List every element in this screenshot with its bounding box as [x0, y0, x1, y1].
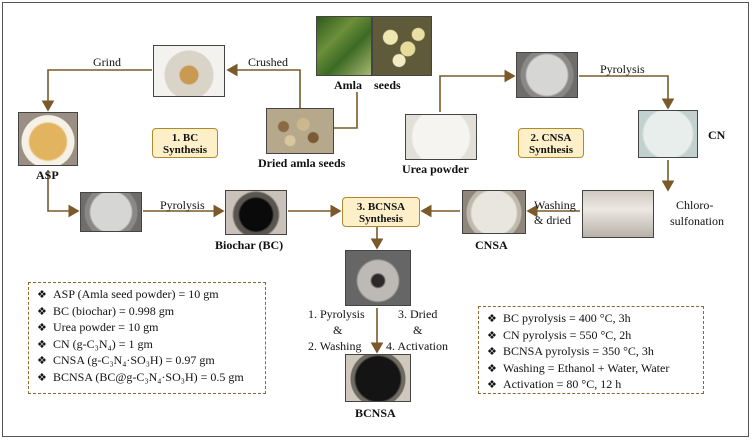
- grind-label: Grind: [93, 55, 121, 69]
- cn-pyrolysis-dish-photo: [516, 52, 578, 98]
- bcnsa-label: BCNSA: [355, 406, 396, 420]
- biochar-photo: [225, 190, 287, 235]
- quantities-list: ❖ASP (Amla seed powder) = 10 gm ❖BC (bio…: [28, 282, 266, 394]
- bcnsa-mixing-photo: [345, 250, 411, 306]
- arrow-urea-to-dish: [439, 69, 516, 112]
- cn-label: CN: [708, 128, 726, 142]
- quantity-row: ❖BCNSA (BC@g-C₃N₄·SO₃H) = 0.5 gm: [37, 369, 244, 384]
- cn-photo: [638, 110, 698, 158]
- washing-label-2: & dried: [534, 213, 571, 227]
- asp-label: ASP: [36, 168, 59, 182]
- urea-powder-photo: [405, 114, 477, 160]
- quantity-row: ❖CNSA (g-C₃N₄·SO₃H) = 0.97 gm: [37, 353, 215, 367]
- washing-label-1: Washing: [534, 198, 576, 212]
- quantity-row: ❖Urea powder = 10 gm: [37, 320, 159, 334]
- mortar-photo: [153, 45, 225, 97]
- conditions-list: ❖BC pyrolysis = 400 °C, 3h ❖CN pyrolysis…: [478, 306, 704, 394]
- step-right-3: 4. Activation: [386, 339, 448, 353]
- arrow-dish-to-cn: [579, 75, 675, 110]
- arrow-mortar-to-asp: [41, 69, 152, 112]
- condition-row: ❖CN pyrolysis = 550 °C, 2h: [487, 327, 632, 342]
- amla-seeds-photo: [372, 16, 432, 76]
- condition-row: ❖Washing = Ethanol + Water, Water: [487, 360, 670, 375]
- amla-leaves-photo: [316, 16, 372, 76]
- arrow-dried-to-mortar: [226, 63, 301, 108]
- dried-amla-seeds-photo: [266, 108, 334, 154]
- chlorosulfonation-photo: [582, 190, 654, 238]
- pyrolysis-bc-label: Pyrolysis: [160, 198, 205, 212]
- cnsa-label: CNSA: [475, 238, 508, 252]
- condition-row: ❖Activation = 80 °C, 12 h: [487, 377, 622, 391]
- chlorosulfonation-label-2: sulfonation: [670, 214, 724, 228]
- urea-powder-label: Urea powder: [402, 162, 469, 176]
- dried-amla-seeds-label: Dried amla seeds: [258, 156, 346, 170]
- step-right-1: 3. Dried: [398, 307, 438, 321]
- diagram-frame: [2, 2, 749, 437]
- quantity-row: ❖BC (biochar) = 0.998 gm: [37, 303, 175, 318]
- step-right-2: &: [413, 323, 423, 337]
- quantity-row: ❖ASP (Amla seed powder) = 10 gm: [37, 287, 219, 301]
- cnsa-photo: [462, 190, 526, 234]
- pyrolysis-dish-photo: [80, 192, 142, 232]
- condition-row: ❖BCNSA pyrolysis = 350 °C, 3h: [487, 344, 654, 358]
- asp-photo: [18, 112, 78, 166]
- pyrolysis-cn-label: Pyrolysis: [600, 62, 645, 76]
- step-left-2: &: [333, 323, 343, 337]
- arrow-asp-to-dish: [47, 170, 80, 218]
- step-left-1: 1. Pyrolysis: [308, 307, 365, 321]
- bcnsa-photo: [345, 354, 411, 402]
- step-left-3: 2. Washing: [308, 339, 362, 353]
- quantity-row: ❖CN (g-C₃N₄) = 1 gm: [37, 336, 153, 351]
- condition-row: ❖BC pyrolysis = 400 °C, 3h: [487, 311, 631, 325]
- crushed-label: Crushed: [248, 55, 288, 69]
- chlorosulfonation-label-1: Chloro-: [676, 198, 714, 212]
- biochar-label: Biochar (BC): [215, 238, 284, 252]
